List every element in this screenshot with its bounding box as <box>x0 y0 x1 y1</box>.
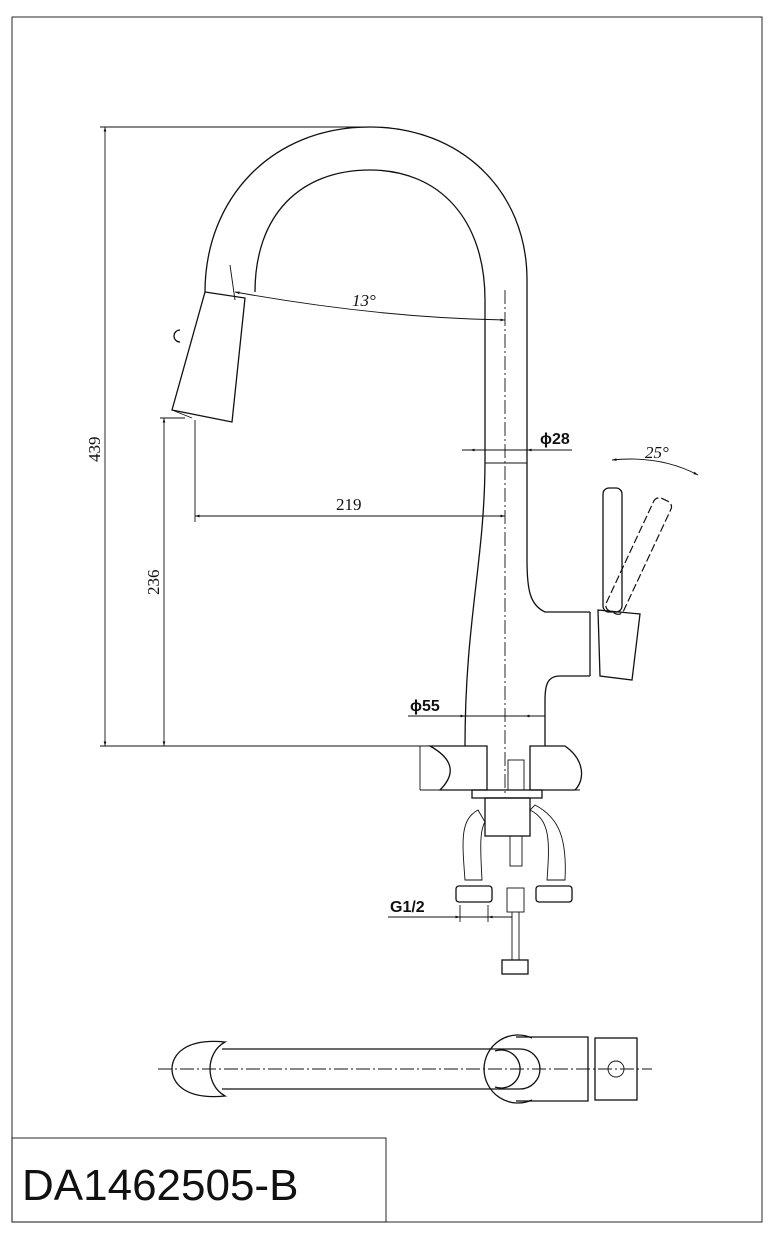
deck-section <box>419 745 583 791</box>
drawing-border <box>11 16 763 1223</box>
title-block <box>11 1137 387 1223</box>
handle <box>597 487 673 681</box>
spray-head <box>171 291 246 423</box>
dim-label-219: 219 <box>336 495 362 514</box>
dim-label-25deg: 25° <box>645 443 669 462</box>
dim-spout-height: 236 <box>144 417 185 746</box>
dim-label-phi55: ϕ55 <box>410 698 440 715</box>
faucet-spout <box>204 126 591 747</box>
dim-reach: 219 <box>194 420 505 522</box>
dim-handle-angle: 25° <box>611 443 699 476</box>
mounting-hoses <box>455 789 573 975</box>
dim-label-13deg: 13° <box>352 291 376 310</box>
dim-base-diameter: ϕ55 <box>408 698 545 718</box>
dim-spout-diameter: ϕ28 <box>462 431 572 452</box>
dim-spout-angle: 13° <box>229 264 506 322</box>
dim-label-g12: G1/2 <box>390 899 425 916</box>
top-view <box>158 1034 652 1104</box>
dim-label-phi28: ϕ28 <box>540 431 570 448</box>
model-number: DA1462505-B <box>22 1161 298 1210</box>
dim-label-236: 236 <box>144 570 163 596</box>
dim-total-height: 439 <box>85 126 370 746</box>
dim-connection: G1/2 <box>388 899 512 922</box>
dim-label-439: 439 <box>85 437 104 463</box>
